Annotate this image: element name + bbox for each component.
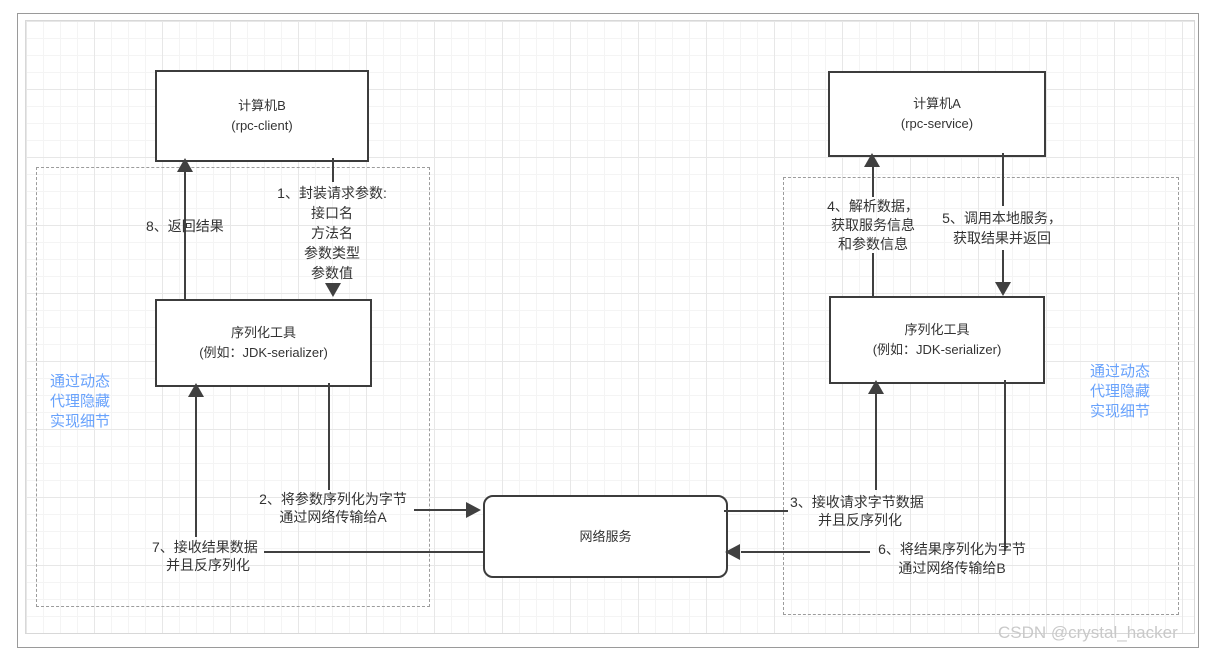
node-network-service-title: 网络服务 bbox=[579, 528, 632, 544]
note-dynamic-proxy-left: 通过动态 代理隐藏 实现细节 bbox=[50, 373, 111, 430]
edge6-line-horizontal bbox=[741, 551, 870, 553]
edge5-line-upper bbox=[1002, 153, 1004, 206]
node-serializer-left-title: 序列化工具 bbox=[230, 325, 296, 340]
node-network-service: 网络服务 bbox=[483, 495, 728, 578]
edge3-line-vertical bbox=[875, 394, 877, 490]
edge1-arrowhead-down bbox=[325, 283, 341, 297]
edge7-label: 7、接收结果数据 并且反序列化 bbox=[152, 539, 258, 573]
node-computer-a: 计算机A (rpc-service) bbox=[828, 71, 1046, 157]
edge5-label: 5、调用本地服务， 获取结果并返回 bbox=[942, 210, 1062, 246]
edge7-line-horizontal bbox=[264, 551, 483, 553]
edge6-label: 6、将结果序列化为字节 通过网络传输给B bbox=[878, 541, 1026, 576]
edge8-arrowhead-up bbox=[177, 158, 193, 172]
node-computer-b-subtitle: (rpc-client) bbox=[231, 118, 293, 133]
edge6-arrowhead-left bbox=[725, 544, 740, 560]
edge4-label: 4、解析数据， 获取服务信息 和参数信息 bbox=[827, 198, 919, 252]
edge5-line-lower bbox=[1002, 250, 1004, 282]
dashed-group-service bbox=[783, 177, 1179, 615]
node-serializer-left: 序列化工具 (例如：JDK-serializer) bbox=[155, 299, 372, 387]
edge2-line-vertical bbox=[328, 383, 330, 490]
edge2-line-horizontal bbox=[414, 509, 466, 511]
edge3-arrowhead-up bbox=[868, 380, 884, 394]
edge2-label: 2、将参数序列化为字节 通过网络传输给A bbox=[259, 491, 407, 525]
node-serializer-right: 序列化工具 (例如：JDK-serializer) bbox=[829, 296, 1045, 384]
edge8-label: 8、返回结果 bbox=[146, 218, 224, 234]
edge3-label: 3、接收请求字节数据 并且反序列化 bbox=[790, 494, 924, 528]
dashed-group-client bbox=[36, 167, 430, 607]
edge4-line-lower bbox=[872, 253, 874, 296]
edge1-label: 1、封装请求参数: 接口名 方法名 参数类型 参数值 bbox=[277, 185, 387, 281]
csdn-watermark: CSDN @crystal_hacker bbox=[998, 623, 1178, 642]
node-computer-b: 计算机B (rpc-client) bbox=[155, 70, 369, 162]
node-computer-a-subtitle: (rpc-service) bbox=[900, 116, 974, 131]
edge4-line-upper bbox=[872, 167, 874, 197]
node-serializer-left-subtitle: (例如：JDK-serializer) bbox=[199, 345, 328, 360]
node-computer-a-title: 计算机A bbox=[913, 96, 961, 111]
edge4-arrowhead-up bbox=[864, 153, 880, 167]
node-serializer-right-title: 序列化工具 bbox=[904, 322, 970, 337]
edge1-line bbox=[332, 158, 334, 182]
note-dynamic-proxy-right: 通过动态 代理隐藏 实现细节 bbox=[1090, 363, 1151, 420]
node-serializer-right-subtitle: (例如：JDK-serializer) bbox=[872, 342, 1002, 357]
node-computer-b-title: 计算机B bbox=[238, 98, 286, 113]
edge3-line-horizontal bbox=[724, 510, 788, 512]
edge8-line bbox=[184, 171, 186, 299]
edge6-line-vertical bbox=[1004, 380, 1006, 551]
edge7-arrowhead-up bbox=[188, 383, 204, 397]
edge5-arrowhead-down bbox=[995, 282, 1011, 296]
edge7-line-vertical bbox=[195, 397, 197, 537]
edge2-arrowhead-right bbox=[466, 502, 481, 518]
